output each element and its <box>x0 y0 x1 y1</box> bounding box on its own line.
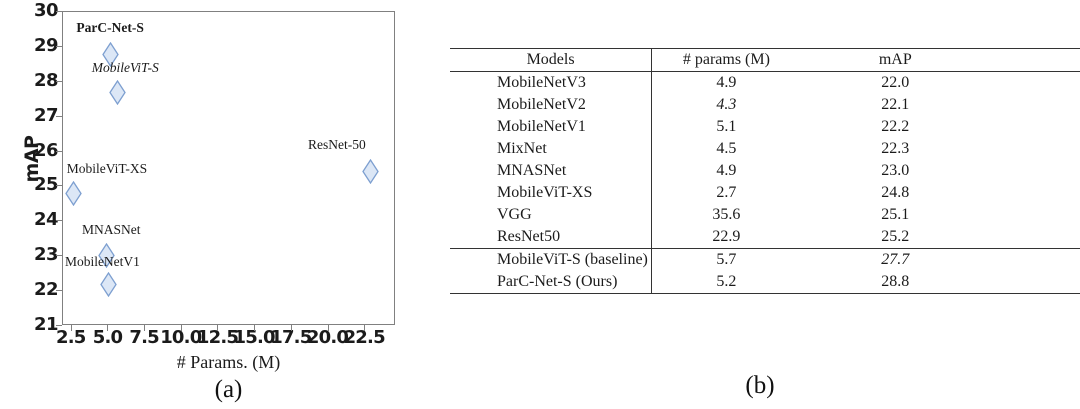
cell-params: 4.9 <box>716 162 737 179</box>
x-tick-label: 20.0 <box>306 327 349 348</box>
cell-params: 4.9 <box>716 74 737 91</box>
scatter-point-marker[interactable] <box>102 41 119 68</box>
cell-params: 5.7 <box>716 251 737 268</box>
y-tick-mark <box>56 185 62 187</box>
y-tick-label: 30 <box>33 0 59 21</box>
y-tick-mark <box>56 115 62 117</box>
x-tick-label: 15.0 <box>233 327 276 348</box>
header-params: # params (M) <box>682 51 770 68</box>
caption-b: (b) <box>745 372 775 399</box>
y-tick-mark <box>56 325 62 326</box>
y-tick-label: 24 <box>33 209 59 231</box>
x-tick-label: 7.5 <box>129 327 159 348</box>
cell-model: MobileNetV2 <box>450 94 653 116</box>
cell-map: 28.8 <box>881 273 910 290</box>
y-tick-mark <box>56 45 62 47</box>
cell-params: 4.3 <box>716 96 737 113</box>
scatter-point-marker[interactable] <box>65 180 83 206</box>
header-map: mAP <box>878 51 912 68</box>
cell-map: 25.1 <box>881 206 910 223</box>
y-tick-label: 29 <box>33 34 59 56</box>
table-row[interactable]: ParC-Net-S (Ours) 5.2 28.8 <box>450 271 1080 294</box>
cell-params: 5.2 <box>716 273 737 290</box>
y-tick-label: 27 <box>33 104 59 126</box>
cell-map: 22.1 <box>881 96 910 113</box>
cell-params: 2.7 <box>716 184 737 201</box>
y-tick-mark <box>56 11 62 12</box>
cell-model: VGG <box>450 204 653 226</box>
x-tick-label: 22.5 <box>343 327 386 348</box>
y-tick-mark <box>56 255 62 257</box>
y-axis-ticks: 30 29 28 27 26 25 24 23 22 21 <box>14 0 59 409</box>
cell-model: MobileViT-S (baseline) <box>450 248 653 271</box>
table-row[interactable]: ResNet50 22.9 25.2 <box>450 226 1080 249</box>
y-tick-label: 23 <box>33 244 59 266</box>
cell-model: ResNet50 <box>450 226 653 249</box>
x-tick-label: 2.5 <box>56 327 86 348</box>
scatter-point-marker[interactable] <box>361 158 379 185</box>
x-tick-mark <box>327 325 329 331</box>
x-tick-label: 10.0 <box>160 327 202 348</box>
table-row[interactable]: MNASNet 4.9 23.0 <box>450 160 1080 182</box>
y-tick-label: 25 <box>33 174 59 196</box>
y-tick-label: 26 <box>33 139 59 161</box>
y-tick-mark <box>56 150 62 152</box>
cell-model: MobileViT-XS <box>450 182 653 204</box>
scatter-point-marker[interactable] <box>97 242 115 268</box>
x-tick-label: 12.5 <box>196 327 239 348</box>
cell-map: 22.2 <box>881 118 910 135</box>
cell-model: MobileNetV1 <box>450 116 653 138</box>
cell-map: 22.0 <box>881 74 910 91</box>
y-tick-mark <box>56 80 62 82</box>
scatter-point-marker[interactable] <box>109 80 127 106</box>
plot-frame <box>62 11 395 325</box>
cell-params: 35.6 <box>712 206 741 223</box>
cell-map: 22.3 <box>881 140 910 157</box>
x-tick-mark <box>217 325 219 331</box>
x-tick-mark <box>290 325 292 331</box>
cell-params: 22.9 <box>712 228 741 245</box>
table-row[interactable]: VGG 35.6 25.1 <box>450 204 1080 226</box>
y-tick-label: 22 <box>33 279 59 301</box>
cell-map: 24.8 <box>881 184 910 201</box>
table-head: Models # params (M) mAP <box>450 48 1080 72</box>
cell-model: MNASNet <box>450 160 653 182</box>
cell-params: 4.5 <box>716 140 737 157</box>
cell-model: MixNet <box>450 138 653 160</box>
scatter-point-marker[interactable] <box>100 272 118 298</box>
x-tick-mark <box>364 325 366 331</box>
header-models: Models <box>450 48 653 72</box>
results-table: Models # params (M) mAP MobileNetV3 4.9 22… <box>450 48 1080 294</box>
results-table-panel: Models # params (M) mAP MobileNetV3 4.9 22… <box>440 0 1080 409</box>
table-header-row: Models # params (M) mAP <box>450 48 1080 72</box>
cell-model: MobileNetV3 <box>450 71 653 94</box>
y-tick-mark <box>56 220 62 222</box>
x-tick-mark <box>254 325 256 331</box>
y-tick-mark <box>56 290 62 292</box>
x-axis-label: # Params. (M) <box>176 352 281 372</box>
caption-a: (a) <box>214 376 243 403</box>
table-row[interactable]: MobileNetV3 4.9 22.0 <box>450 71 1080 94</box>
table-row[interactable]: MobileNetV1 5.1 22.2 <box>450 116 1080 138</box>
x-tick-mark <box>180 325 182 331</box>
x-tick-mark <box>70 325 72 331</box>
y-tick-label: 21 <box>33 314 59 335</box>
y-tick-label: 28 <box>33 69 59 91</box>
x-tick-label: 5.0 <box>92 327 123 348</box>
x-tick-mark <box>107 325 109 331</box>
table-row[interactable]: MobileViT-S (baseline) 5.7 27.7 <box>450 248 1080 271</box>
x-tick-label: 17.5 <box>270 327 312 348</box>
table-row[interactable]: MobileViT-XS 2.7 24.8 <box>450 182 1080 204</box>
cell-model: ParC-Net-S (Ours) <box>450 271 653 294</box>
cell-map: 23.0 <box>881 162 910 179</box>
table-row[interactable]: MobileNetV2 4.3 22.1 <box>450 94 1080 116</box>
cell-map: 27.7 <box>881 251 910 268</box>
table-row[interactable]: MixNet 4.5 22.3 <box>450 138 1080 160</box>
x-tick-mark <box>144 325 146 331</box>
cell-params: 5.1 <box>716 118 737 135</box>
cell-map: 25.2 <box>881 228 910 245</box>
